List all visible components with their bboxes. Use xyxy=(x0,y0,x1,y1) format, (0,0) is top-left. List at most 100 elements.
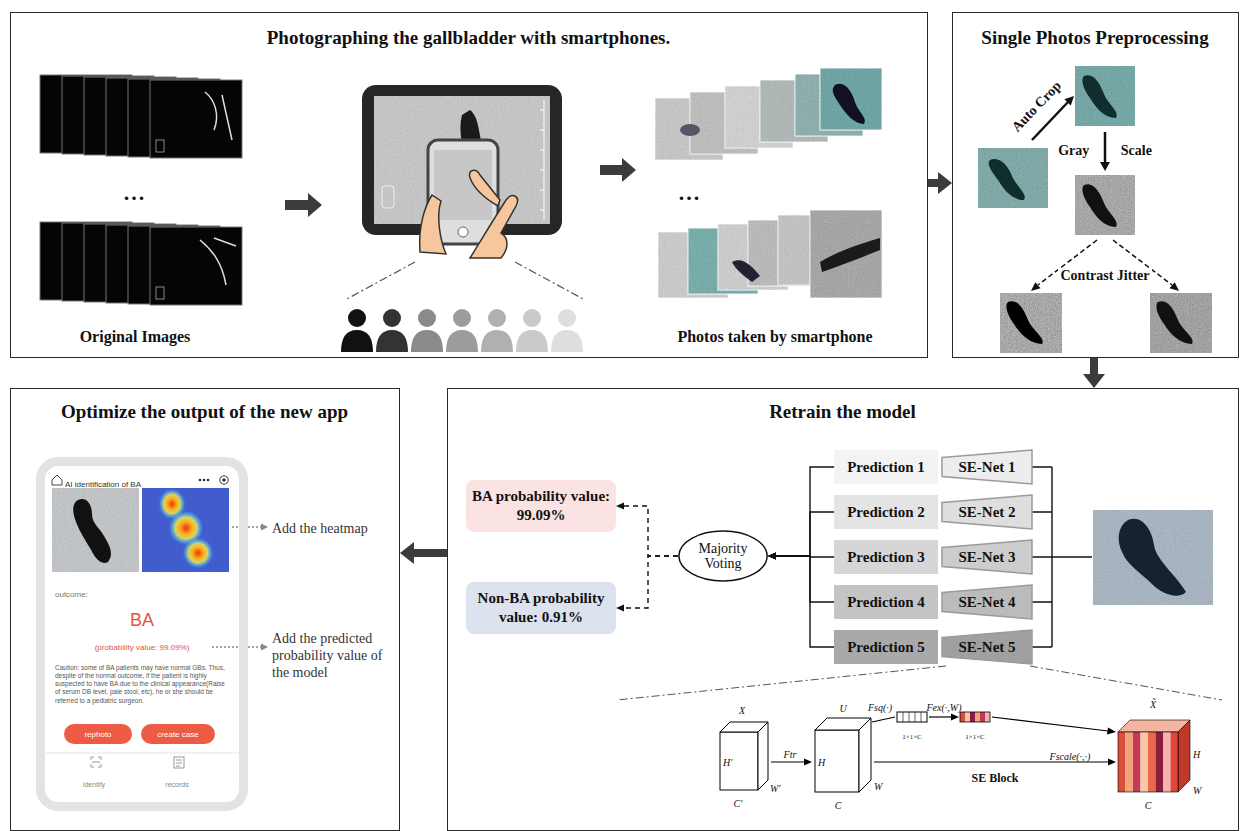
preprocessing-images xyxy=(1075,175,1135,235)
label-holder: C xyxy=(1138,795,1158,813)
phone-screen xyxy=(52,488,139,572)
label-holder: Fsq(·) xyxy=(860,697,900,715)
ultrasound-stack xyxy=(40,75,242,305)
text-holder: records xyxy=(147,773,207,791)
label-holder: 1×1×C xyxy=(957,725,993,743)
label-holder: Gray Scale xyxy=(1045,141,1165,159)
operator-icons xyxy=(481,330,513,352)
ultrasound-stack xyxy=(200,238,236,285)
preprocessing-images xyxy=(1075,175,1135,235)
smartphone-photos xyxy=(680,124,700,136)
preprocessing-images xyxy=(1100,162,1110,171)
operator-icons xyxy=(345,262,585,300)
prediction-box: Prediction 2 xyxy=(834,495,938,529)
label-holder: 1×1×C xyxy=(894,725,930,743)
phone-screen xyxy=(222,478,226,482)
arrowhead xyxy=(938,172,952,194)
arrowhead xyxy=(768,553,776,560)
operator-icons xyxy=(341,262,585,352)
se-net-block xyxy=(942,630,1032,664)
step-label: Contrast Jitter xyxy=(1058,268,1151,284)
label-holder: ... xyxy=(105,180,165,206)
se-block-diagram xyxy=(1118,720,1190,732)
operator-icons xyxy=(551,330,583,352)
operator-icons xyxy=(516,330,548,352)
ultrasound-stack xyxy=(205,92,232,140)
label-holder: Photos taken by smartphone xyxy=(650,328,900,346)
connector xyxy=(768,553,834,603)
se-block-diagram xyxy=(720,732,758,790)
block-label: SE Block xyxy=(971,771,1018,786)
ellipsis-mark: ... xyxy=(679,180,702,206)
operator-icons xyxy=(348,309,366,327)
se-block-diagram xyxy=(872,717,895,722)
probability-box: Non-BA probability value: 0.91% xyxy=(466,582,616,634)
dimension-label: 1×1×C xyxy=(902,733,922,741)
text-holder: Single Photos Preprocessing xyxy=(953,27,1237,49)
connector xyxy=(616,503,678,557)
connector-line xyxy=(623,506,678,556)
se-block-diagram xyxy=(1118,732,1178,792)
se-symbol: Fex(·,W) xyxy=(927,702,962,713)
app-button: rephoto xyxy=(64,724,132,744)
phone-mockup: AI identification of BAoutcome:BA(probab… xyxy=(36,457,248,811)
app-caution: Caution: some of BA patients may have no… xyxy=(55,664,227,705)
connector xyxy=(768,512,834,560)
se-block-diagram xyxy=(992,717,1108,731)
se-symbol: W xyxy=(874,781,882,792)
smartphone-photos xyxy=(655,68,882,298)
connector-line xyxy=(775,467,834,556)
ultrasound-stack xyxy=(150,227,242,305)
hand-with-phone xyxy=(458,227,468,237)
se-symbol: C xyxy=(835,800,842,811)
box-label: SE-Net 3 xyxy=(958,549,1015,566)
app-button: create case xyxy=(141,724,215,744)
text-holder: (probability value: 99.09%) xyxy=(45,636,239,654)
se-symbol: Fscale(·,·) xyxy=(1050,751,1091,762)
panel-title: Optimize the output of the new app xyxy=(61,401,348,423)
box-label: Prediction 1 xyxy=(847,459,925,476)
preprocessing-images xyxy=(1038,240,1172,285)
preprocessing-images xyxy=(1000,293,1062,353)
se-net-block: SE-Net 4 xyxy=(942,585,1032,619)
se-net-block: SE-Net 1 xyxy=(942,450,1032,484)
label-holder: U xyxy=(828,698,858,716)
ellipse-label: Majority Voting xyxy=(687,541,759,572)
se-block-diagram xyxy=(970,712,975,722)
hand-with-phone xyxy=(420,140,518,258)
monitor xyxy=(362,85,562,235)
phone-screen xyxy=(174,757,184,768)
text-holder: identify xyxy=(64,773,124,791)
se-block-diagram xyxy=(1126,732,1134,792)
phone-screen xyxy=(91,757,101,767)
connector-line xyxy=(623,556,678,608)
phone-screen xyxy=(46,753,240,754)
voting-ellipse: Majority Voting xyxy=(678,530,768,582)
se-net-block: SE-Net 5 xyxy=(942,630,1032,664)
phone-screen xyxy=(220,476,228,484)
connector-line xyxy=(775,556,834,602)
input-photo xyxy=(1093,510,1213,605)
dimension-label: 1×1×C xyxy=(965,733,985,741)
panel: Single Photos Preprocessing xyxy=(952,12,1239,358)
box-label: Prediction 3 xyxy=(847,549,925,566)
voting-ellipse xyxy=(679,531,767,581)
leader-arrow xyxy=(212,646,262,647)
se-symbol: X̃ xyxy=(1150,699,1156,710)
text-holder: Retrain the model xyxy=(448,401,1237,423)
preprocessing-images xyxy=(1064,96,1074,106)
se-block-diagram xyxy=(804,759,812,766)
se-block-diagram xyxy=(1107,728,1116,735)
preprocessing-images xyxy=(1082,184,1116,227)
step-label: Gray Scale xyxy=(1058,143,1152,159)
se-block-diagram xyxy=(985,712,990,722)
operator-icons xyxy=(453,309,471,327)
panel: Optimize the output of the new app AI ide… xyxy=(10,388,400,831)
se-net-block: SE-Net 3 xyxy=(942,540,1032,574)
se-block-diagram xyxy=(951,714,959,721)
label-holder: X xyxy=(727,700,757,718)
se-block-diagram xyxy=(1178,720,1190,792)
annotation: Add the heatmap xyxy=(272,520,368,537)
text-holder: Photographing the gallbladder with smart… xyxy=(11,27,926,49)
se-block-diagram xyxy=(1108,759,1116,766)
